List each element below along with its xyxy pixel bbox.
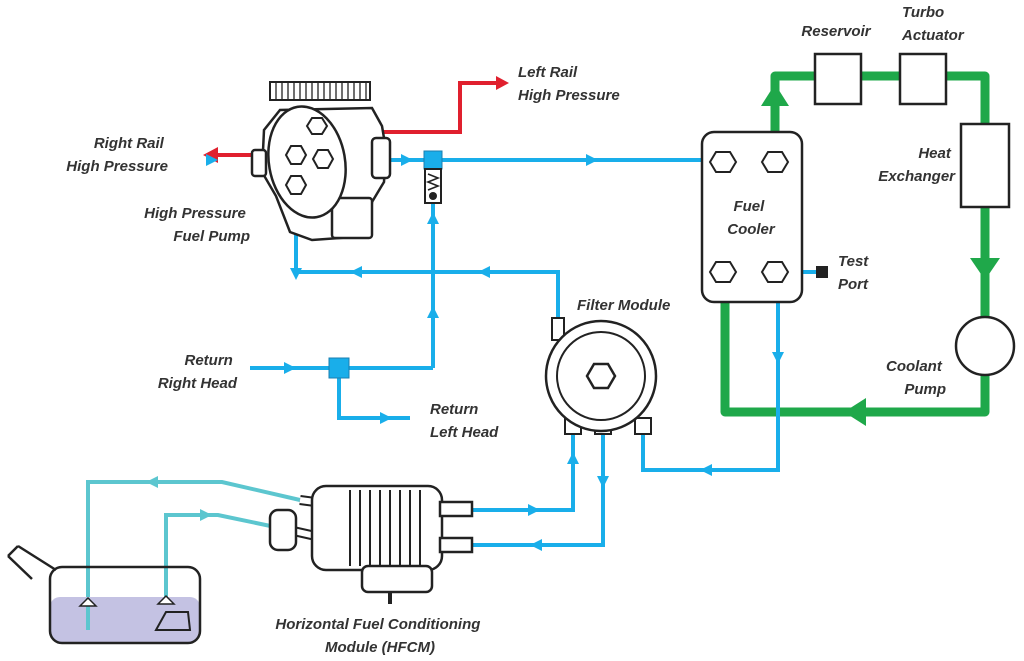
pump-port-bottom [284, 175, 308, 195]
hfcm-fins [349, 490, 421, 566]
pump-right-fitting [370, 136, 392, 180]
fuel-arrow [567, 452, 579, 464]
fuel-arrow [530, 539, 542, 551]
pressure-relief-valve [423, 150, 443, 204]
turbo-actuator [898, 52, 948, 106]
hfcm-module [268, 484, 474, 604]
valve-spring [425, 173, 441, 191]
tank-to-hfcm-supply-line [164, 513, 281, 600]
turbo-actuator-label: Turbo Actuator [901, 4, 965, 44]
pump-port-right [311, 149, 335, 169]
tank-return-valve [78, 596, 98, 607]
cooler-port-top-right [760, 151, 790, 173]
return-left-head-line [337, 368, 410, 420]
hfcm-to-filter-line [470, 432, 575, 512]
pump-lower-block [330, 196, 374, 240]
cooler-port-bottom-right [760, 261, 790, 283]
fuel-cooler-body [700, 130, 804, 304]
hfcm-base [360, 564, 434, 594]
bracket-hatching [275, 82, 367, 100]
fuel-arrow [380, 412, 392, 424]
hfcm-to-tank-return-line [86, 480, 301, 605]
reservoir [813, 52, 863, 106]
hfcm-label: Horizontal Fuel Conditioning Module (HFC… [275, 616, 484, 656]
test-port-label: Test Port [838, 253, 872, 293]
hfcm-left-cap [268, 508, 298, 552]
heat-exchanger-label: Heat Exchanger [878, 145, 956, 185]
left-rail-arrow [496, 76, 509, 90]
fuel-arrow [427, 212, 439, 224]
filter-outlet-3 [634, 417, 652, 435]
filter-cap-hex [585, 362, 617, 390]
coolant-arrow-up [761, 84, 789, 106]
fuel-arrow [427, 306, 439, 318]
return-right-head-label: Return Right Head [158, 352, 238, 392]
tank-arrows [146, 476, 212, 521]
fuel-cooler [700, 130, 804, 304]
filter-to-hfcm-line [470, 432, 605, 547]
hfcm-body [310, 484, 444, 572]
coolant-line-turbo-heat-exchanger [946, 71, 990, 125]
hfcm-outlet-upper [438, 500, 474, 518]
fuel-arrow [772, 352, 784, 364]
tank-body [48, 565, 202, 645]
coolant-pump-label: Coolant Pump [886, 358, 946, 398]
tank-pickup-valve [156, 594, 176, 605]
high-pressure-fuel-pump [250, 81, 392, 242]
fuel-arrow [290, 268, 302, 280]
fuel-arrows [206, 154, 784, 551]
cooler-port-bottom-left [708, 261, 738, 283]
fuel-arrow [597, 476, 609, 488]
pump-port-top [305, 117, 329, 135]
fuel-arrow [700, 464, 712, 476]
diagram-labels: Left Rail High Pressure Right Rail High … [66, 4, 965, 656]
fuel-tank [7, 544, 202, 645]
tank-pickup-foot [154, 611, 192, 631]
filter-module-label: Filter Module [577, 297, 670, 314]
fuel-cooler-label: Fuel Cooler [727, 198, 776, 238]
fuel-arrow [528, 504, 540, 516]
filter-cap-ring [556, 331, 646, 421]
tank-arrow [146, 476, 158, 488]
coolant-arrow-left [844, 398, 866, 426]
cooler-port-top-left [708, 151, 738, 173]
return-tee-block [328, 357, 350, 379]
left-rail-label: Left Rail High Pressure [518, 64, 620, 104]
tank-filler-neck [7, 544, 57, 580]
fuel-arrow [284, 362, 296, 374]
hp-pump-label: High Pressure Fuel Pump [144, 205, 250, 245]
coolant-arrows [761, 84, 1000, 426]
coolant-pump [954, 315, 1016, 377]
pump-side-fitting [250, 148, 268, 178]
pump-mount-bracket [269, 81, 371, 101]
return-left-head-label: Return Left Head [430, 401, 499, 441]
tank-arrow [200, 509, 212, 521]
reservoir-label: Reservoir [801, 23, 871, 40]
hfcm-outlet-lower [438, 536, 474, 554]
filter-module [544, 317, 658, 435]
right-rail-label: Right Rail High Pressure [66, 135, 168, 175]
coolant-arrow-down [970, 258, 1000, 280]
fuel-arrow [478, 266, 490, 278]
fuel-arrow [401, 154, 413, 166]
valve-tee-block [423, 150, 443, 170]
pump-port-left [284, 145, 308, 165]
fuel-arrow [350, 266, 362, 278]
test-port-fitting [816, 266, 828, 278]
heat-exchanger [959, 122, 1011, 209]
coolant-line-to-reservoir [770, 71, 815, 140]
fuel-arrow [586, 154, 598, 166]
valve-check-ball [429, 192, 437, 200]
tank-lines [86, 480, 301, 605]
fuel-arrow [206, 154, 218, 166]
